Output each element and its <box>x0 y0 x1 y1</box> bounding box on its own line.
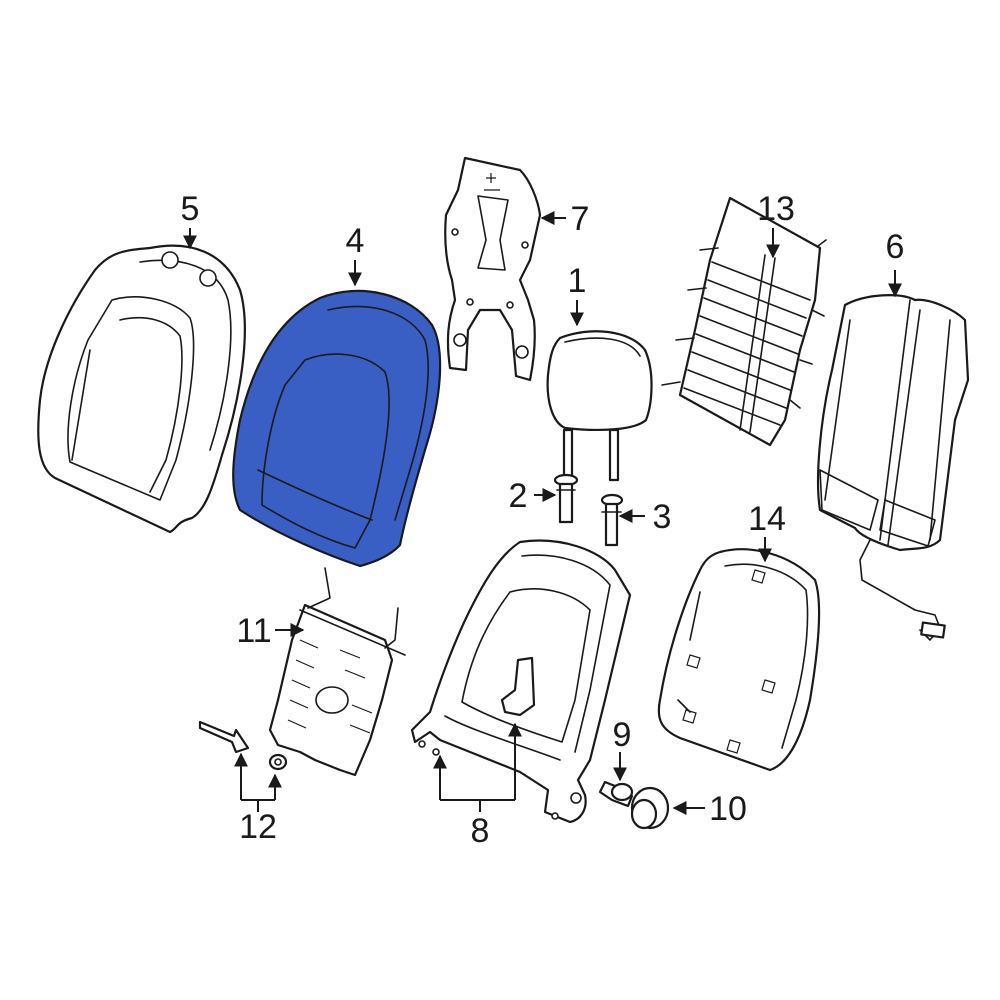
callout-2: 2 <box>509 477 528 515</box>
part-7-backing-panel[interactable] <box>444 156 542 382</box>
callout-11: 11 <box>236 612 271 650</box>
callout-4: 4 <box>346 222 365 260</box>
leader-lines <box>183 211 902 815</box>
part-2-guide-sleeve[interactable] <box>553 473 579 524</box>
part-1-headrest[interactable] <box>546 330 653 482</box>
callout-12: 12 <box>239 808 277 846</box>
callout-5: 5 <box>181 190 200 228</box>
callout-7: 7 <box>571 200 590 238</box>
part-8-seat-back-frame[interactable] <box>410 539 632 824</box>
part-12-rivet-and-washer[interactable] <box>198 720 288 771</box>
part-13-spring-mat[interactable] <box>661 196 827 447</box>
part-6-side-trim-panel[interactable] <box>816 294 970 641</box>
part-5-seat-back-cover[interactable] <box>37 244 246 534</box>
part-10-bushing[interactable] <box>630 786 670 830</box>
callout-6: 6 <box>886 228 905 266</box>
part-4-seat-back-pad[interactable] <box>232 289 442 568</box>
callout-10: 10 <box>709 790 747 828</box>
callout-9: 9 <box>613 716 632 754</box>
part-3-guide-sleeve[interactable] <box>600 493 624 547</box>
callout-1: 1 <box>568 262 587 300</box>
part-14-rear-panel[interactable] <box>657 548 821 772</box>
callout-labels: 5 4 7 1 13 6 2 3 14 11 9 10 8 12 <box>181 190 905 850</box>
part-9-bolt[interactable] <box>598 780 634 808</box>
callout-8: 8 <box>471 812 490 850</box>
callout-14: 14 <box>748 500 786 538</box>
part-11-lumbar-bracket[interactable] <box>268 567 406 777</box>
callout-3: 3 <box>653 498 672 536</box>
callout-13: 13 <box>757 190 795 228</box>
